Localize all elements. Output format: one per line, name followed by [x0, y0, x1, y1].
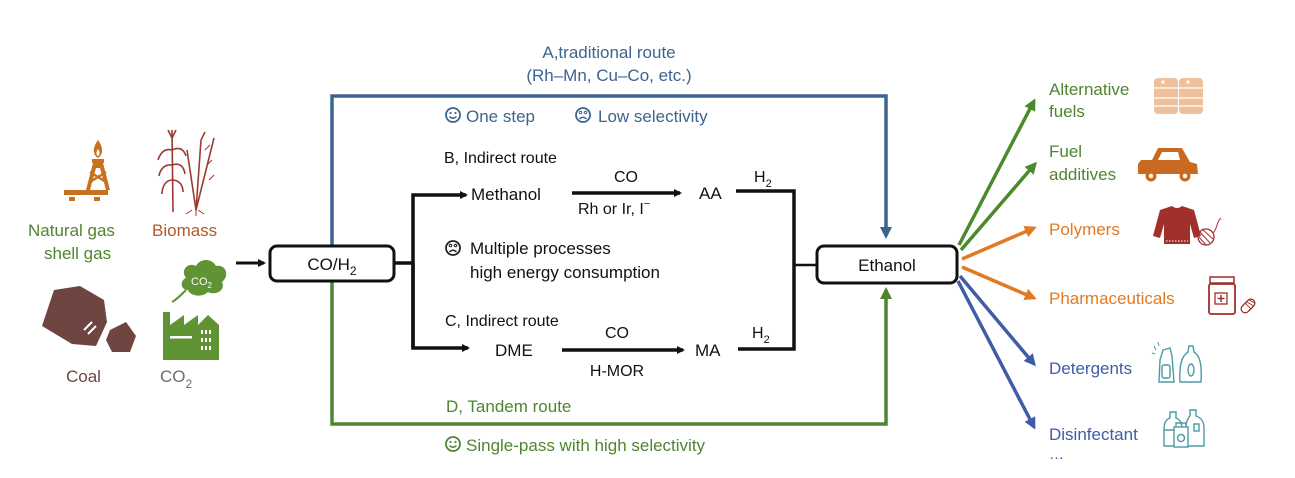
- feedstock-natural-gas: Natural gas shell gas: [28, 140, 115, 263]
- feedstock-biomass: Biomass: [152, 129, 217, 240]
- natural-gas-label-line1: Natural gas: [28, 221, 115, 240]
- smiley-icon: [445, 107, 461, 123]
- detergent-bottles-icon: [1151, 341, 1202, 383]
- ethanol-label: Ethanol: [858, 256, 916, 275]
- smiley-icon: [445, 436, 461, 452]
- disinfectant-bottles-icon: [1163, 409, 1205, 448]
- route-c-title: C, Indirect route: [445, 313, 559, 330]
- arrow-to-pharmaceuticals: [961, 265, 1037, 300]
- route-c-dme: DME: [495, 341, 533, 360]
- biomass-label: Biomass: [152, 221, 217, 240]
- product-alternative-fuels: Alternative fuels: [1049, 78, 1203, 121]
- route-c-entry-arrow: [411, 263, 470, 352]
- product-label: Polymers: [1049, 220, 1120, 239]
- route-d-title: D, Tandem route: [446, 397, 571, 416]
- product-fuel-additives: Fuel additives: [1049, 142, 1198, 184]
- route-bc-note: Multiple processes high energy consumpti…: [445, 239, 660, 282]
- product-label-line2: fuels: [1049, 102, 1085, 121]
- route-bc-note-line1: Multiple processes: [470, 239, 611, 258]
- hydrogenation-merge-line: [736, 189, 796, 351]
- product-label-line1: Fuel: [1049, 142, 1082, 161]
- product-pharmaceuticals: Pharmaceuticals: [1049, 276, 1256, 315]
- car-icon: [1138, 148, 1198, 182]
- route-a: A,traditional route (Rh–Mn, Cu–Co, etc.)…: [330, 43, 892, 246]
- product-ellipsis: …: [1049, 446, 1064, 463]
- routes-b-c: [394, 189, 816, 354]
- coal-lumps-icon: [42, 286, 136, 352]
- product-polymers: Polymers: [1049, 206, 1222, 246]
- product-label: Pharmaceuticals: [1049, 289, 1175, 308]
- route-bc-note-line2: high energy consumption: [470, 263, 660, 282]
- route-d-pro: Single-pass with high selectivity: [466, 436, 706, 455]
- ethanol-node[interactable]: Ethanol: [815, 244, 959, 285]
- arrow-to-alternative-fuels: [957, 98, 1036, 246]
- oil-barrels-icon: [1154, 78, 1203, 114]
- route-a-pro: One step: [466, 107, 535, 126]
- route-a-title: A,traditional route: [542, 43, 675, 62]
- coal-label: Coal: [66, 367, 101, 386]
- route-b-labels: B, Indirect route Methanol CO Rh or Ir, …: [444, 150, 772, 218]
- route-d-arrow: [330, 280, 892, 426]
- frown-icon: [445, 240, 461, 256]
- arrow-to-disinfectant: [956, 280, 1036, 430]
- sweater-yarn-icon: [1153, 206, 1222, 246]
- route-c-catalyst: H-MOR: [590, 363, 644, 380]
- product-disinfectant: Disinfectant …: [1049, 409, 1205, 463]
- frown-icon: [575, 107, 591, 123]
- medicine-jar-icon: [1208, 276, 1256, 315]
- product-detergents: Detergents: [1049, 341, 1202, 383]
- route-a-catalysts: (Rh–Mn, Cu–Co, etc.): [526, 66, 691, 85]
- natural-gas-label-line2: shell gas: [44, 244, 111, 263]
- route-c-hydrogen: H2: [752, 325, 770, 346]
- product-label: Detergents: [1049, 359, 1132, 378]
- factory-co2-icon: CO2: [163, 260, 227, 360]
- arrow-to-fuel-additives: [959, 161, 1037, 252]
- route-b-title: B, Indirect route: [444, 150, 557, 167]
- syngas-node[interactable]: CO/H2: [268, 244, 396, 283]
- route-b-catalyst: Rh or Ir, I−: [578, 198, 650, 218]
- route-b-methanol: Methanol: [471, 185, 541, 204]
- product-label-line1: Alternative: [1049, 80, 1129, 99]
- route-b-reagent: CO: [614, 169, 638, 186]
- arrow-to-detergents: [958, 274, 1036, 367]
- plants-icon: [157, 129, 215, 216]
- route-c-methyl-acetate: MA: [695, 341, 721, 360]
- route-b-acetic-acid: AA: [699, 184, 722, 203]
- syngas-label: CO/H2: [307, 255, 357, 278]
- co2-cloud-label: CO2: [191, 276, 213, 290]
- route-c-reagent: CO: [605, 325, 629, 342]
- route-c-labels: C, Indirect route DME CO H-MOR MA H2: [445, 313, 770, 380]
- route-a-con: Low selectivity: [598, 107, 708, 126]
- product-label-line2: additives: [1049, 165, 1116, 184]
- feedstock-co2: CO2 CO2: [160, 260, 227, 391]
- route-d: D, Tandem route Single-pass with high se…: [330, 280, 892, 455]
- co2-label: CO2: [160, 367, 193, 391]
- gas-rig-icon: [64, 140, 110, 201]
- product-arrows: [956, 98, 1037, 430]
- feedstock-coal: Coal: [42, 286, 136, 386]
- arrow-to-polymers: [961, 226, 1037, 261]
- product-label-line1: Disinfectant: [1049, 425, 1138, 444]
- route-a-arrow: [330, 94, 892, 246]
- route-b-hydrogen: H2: [754, 169, 772, 190]
